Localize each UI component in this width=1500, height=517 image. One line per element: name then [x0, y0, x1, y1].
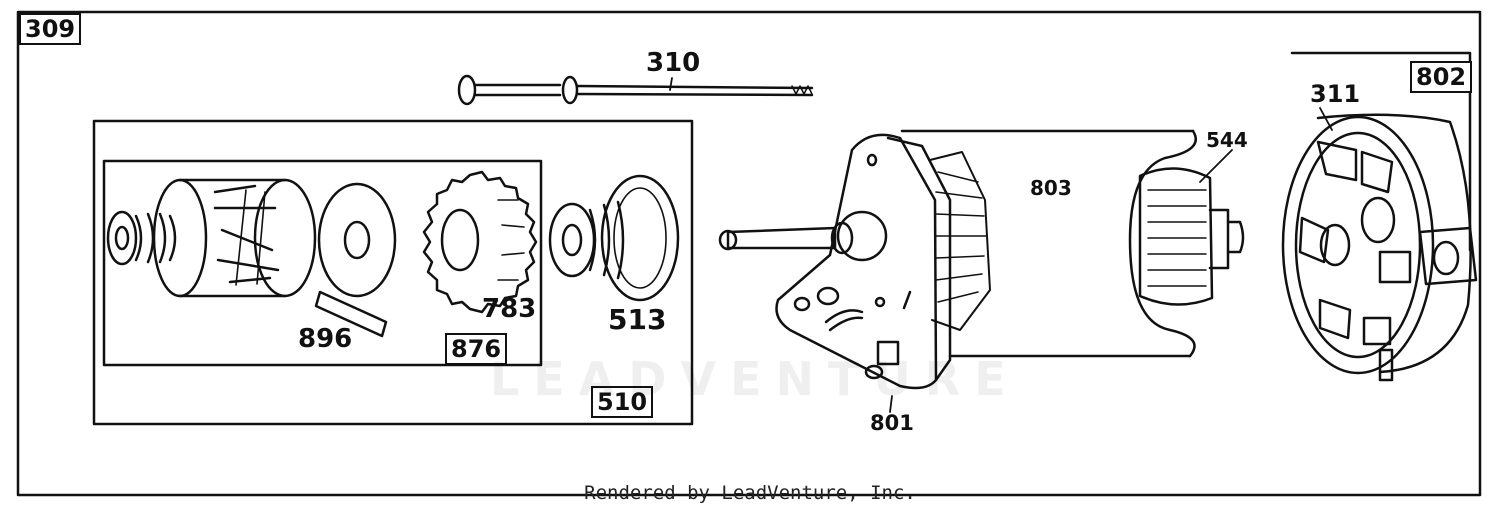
figure-number: 309: [19, 13, 82, 45]
drive-pinion-assembly: [106, 178, 317, 298]
callout-510: 510: [591, 386, 654, 418]
kit-box-802: [1290, 51, 1472, 252]
drive-cap-801: [718, 133, 952, 413]
callout-876: 876: [445, 333, 508, 365]
through-bolt-310: [457, 74, 814, 106]
callout-513: 513: [608, 303, 667, 336]
callout-311: 311: [1310, 80, 1361, 108]
callout-803: 803: [1030, 176, 1072, 200]
callout-896: 896: [298, 324, 353, 354]
gear-783: [422, 170, 538, 314]
end-cap-311: [1281, 107, 1478, 382]
callout-310: 310: [646, 48, 701, 78]
washer: [317, 182, 397, 298]
callout-544: 544: [1206, 128, 1248, 152]
kit-box-510: [92, 119, 694, 426]
housing-803: [900, 129, 1197, 358]
watermark: LEADVENTURE: [490, 352, 1020, 406]
commutator-544: [1138, 149, 1245, 306]
key-896: [314, 290, 388, 338]
outer-frame: [16, 10, 1482, 497]
callout-802: 802: [1410, 61, 1473, 93]
stop-513: [548, 174, 680, 302]
footer-credit: Rendered by LeadVenture, Inc.: [584, 482, 916, 504]
kit-box-876: [102, 159, 543, 367]
callout-801: 801: [870, 411, 914, 435]
callout-783: 783: [482, 294, 537, 324]
